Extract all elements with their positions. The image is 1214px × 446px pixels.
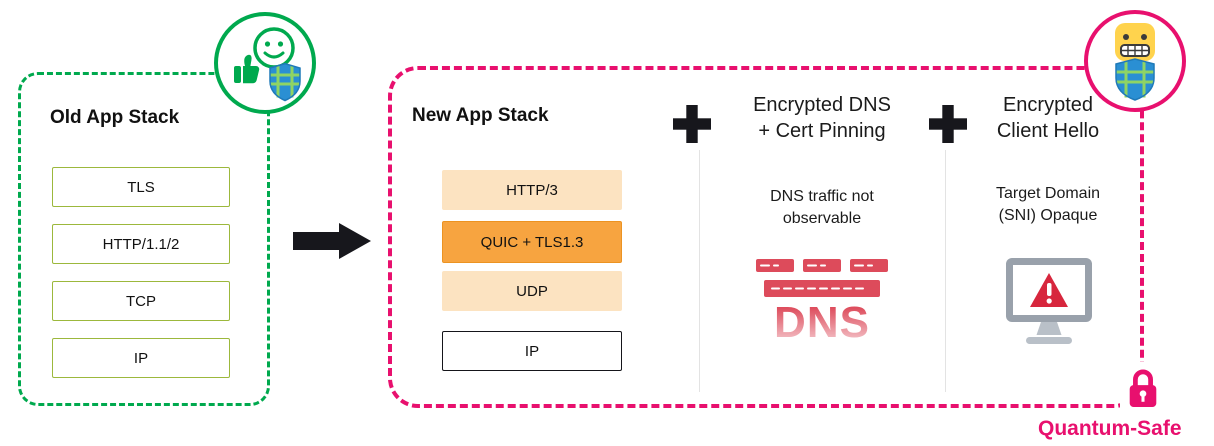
red-network-devices-icon: DNS (748, 256, 896, 346)
dns-heading-line2: + Cert Pinning (758, 120, 886, 142)
ech-body-line1: Target Domain (995, 185, 1101, 202)
monitor-warning-icon (1000, 250, 1098, 350)
dns-section-heading: Encrypted DNS + Cert Pinning (722, 92, 922, 144)
dns-section-body: DNS traffic not observable (732, 186, 912, 230)
new-layer-quic-tls: QUIC + TLS1.3 (442, 221, 622, 263)
section-divider (945, 150, 946, 392)
dns-body-line1: DNS traffic not (770, 188, 874, 205)
new-layer-http3: HTTP/3 (442, 170, 622, 210)
ech-body-line2: (SNI) Opaque (998, 207, 1098, 224)
dns-graphic-label: DNS (774, 298, 870, 347)
ech-heading-line2: Client Hello (996, 120, 1100, 142)
old-layer-ip: IP (52, 338, 230, 378)
grimacing-face-shield-icon (1082, 8, 1188, 114)
old-layer-http: HTTP/1.1/2 (52, 224, 230, 264)
right-arrow-icon (293, 222, 373, 260)
happy-face-thumbs-up-shield-icon (212, 10, 318, 116)
new-stack-title: New App Stack (412, 105, 549, 126)
ech-section-body: Target Domain (SNI) Opaque (963, 183, 1133, 227)
plus-icon (928, 104, 968, 144)
section-divider (699, 150, 700, 392)
ech-heading-line1: Encrypted (1002, 94, 1094, 116)
old-layer-tls: TLS (52, 167, 230, 207)
old-stack-title: Old App Stack (50, 107, 180, 128)
quantum-safe-label: Quantum-Safe (1038, 417, 1182, 440)
dns-heading-line1: Encrypted DNS (753, 94, 891, 116)
new-layer-udp: UDP (442, 271, 622, 311)
ech-section-heading: Encrypted Client Hello (958, 92, 1138, 144)
padlock-icon (1120, 362, 1166, 414)
new-layer-ip: IP (442, 331, 622, 371)
old-layer-tcp: TCP (52, 281, 230, 321)
dns-body-line2: observable (782, 210, 862, 227)
plus-icon (672, 104, 712, 144)
